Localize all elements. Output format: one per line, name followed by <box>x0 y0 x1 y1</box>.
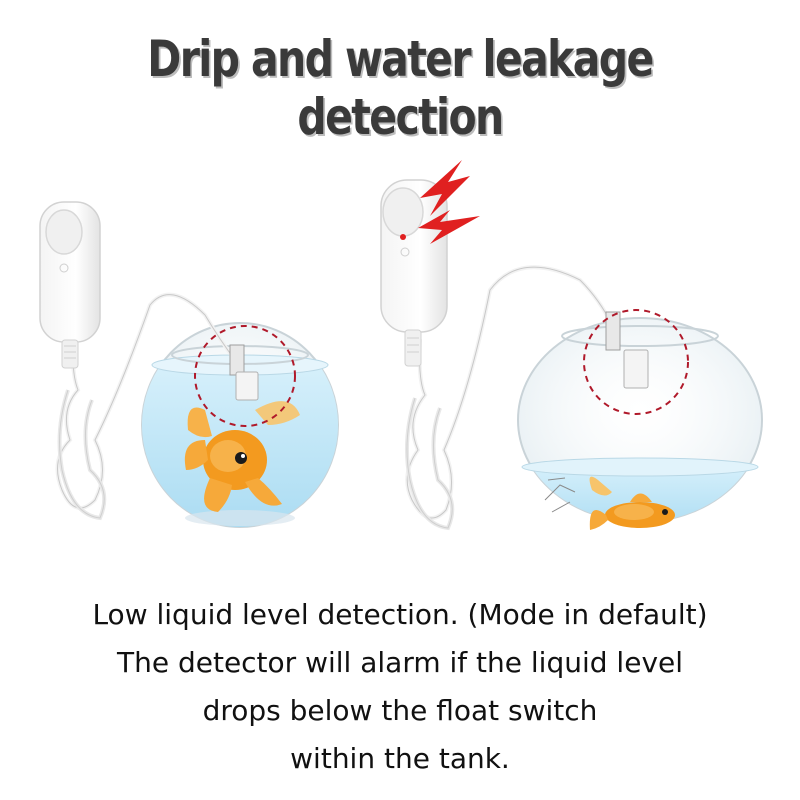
illustration <box>39 160 763 531</box>
float-switch <box>229 344 259 401</box>
caption-line-2: The detector will alarm if the liquid le… <box>116 646 684 679</box>
dashed-highlight-circle <box>194 325 296 427</box>
alarm-lightning-icon <box>418 160 480 244</box>
caption-line-3: drops below the float switch <box>202 694 598 727</box>
goldfish <box>184 401 300 512</box>
page-title: Drip and water leakage detection <box>147 30 654 146</box>
float-switch-low <box>605 311 649 389</box>
left-scene <box>39 201 339 528</box>
dashed-highlight-circle-2 <box>583 309 689 415</box>
caption-line-4: within the tank. <box>290 742 510 775</box>
water-sensor-device <box>39 201 101 369</box>
right-scene <box>380 160 763 531</box>
caption-line-1: Low liquid level detection. (Mode in def… <box>92 598 708 631</box>
goldfish-low <box>589 476 675 530</box>
water-sensor-device-alarm <box>380 179 448 367</box>
